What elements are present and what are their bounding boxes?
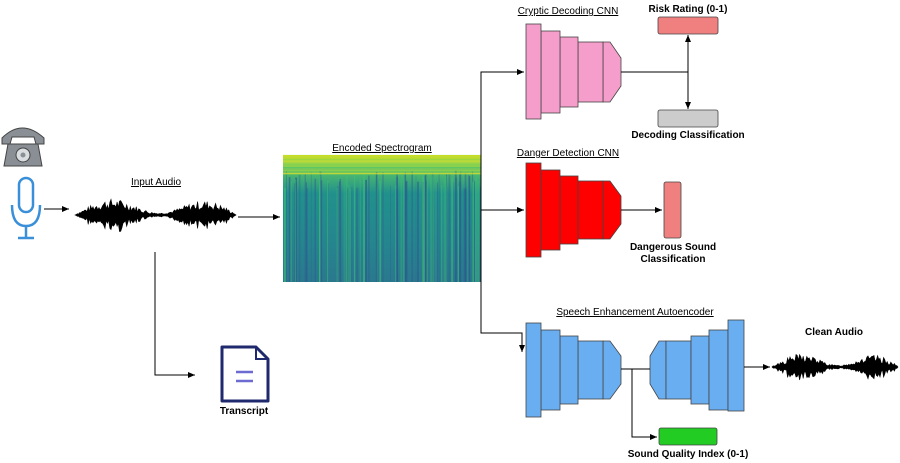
document-icon xyxy=(220,345,270,403)
cryptic-decoding-cnn-label: Cryptic Decoding CNN xyxy=(518,6,619,17)
input-audio-label: Input Audio xyxy=(131,177,181,188)
arrow-to-cryptic-cnn xyxy=(480,69,524,210)
microphone-icon xyxy=(10,176,42,240)
dangerous-sound-label-line1: Dangerous Sound xyxy=(630,242,716,253)
arrow-to-speech-ae xyxy=(480,210,525,352)
dangerous-sound-label-line2: Classification xyxy=(640,254,705,265)
telephone-icon xyxy=(1,127,45,167)
danger-detection-cnn xyxy=(525,162,622,258)
encoded-spectrogram-label: Encoded Spectrogram xyxy=(332,143,432,154)
transcript-label: Transcript xyxy=(220,406,269,417)
sound-quality-index-label: Sound Quality Index (0-1) xyxy=(628,449,749,460)
danger-detection-cnn-label: Danger Detection CNN xyxy=(517,148,619,159)
speech-enhancement-encoder xyxy=(525,322,622,418)
speech-enhancement-decoder xyxy=(649,319,745,412)
dangerous-sound-box xyxy=(663,181,682,239)
clean-audio-label: Clean Audio xyxy=(805,327,863,338)
decoding-classification-label: Decoding Classification xyxy=(631,130,744,141)
input-audio-waveform xyxy=(74,198,237,232)
encoded-spectrogram-image xyxy=(283,154,482,282)
speech-enhancement-autoencoder-label: Speech Enhancement Autoencoder xyxy=(556,307,714,318)
cryptic-decoding-cnn xyxy=(525,23,622,120)
risk-rating-label: Risk Rating (0-1) xyxy=(649,4,728,15)
sound-quality-index-box xyxy=(658,427,718,446)
decoding-classification-box xyxy=(657,109,719,128)
risk-rating-box xyxy=(657,16,719,35)
arrow-audio-to-transcript xyxy=(154,252,195,378)
clean-audio-waveform xyxy=(771,353,899,381)
arrow-to-sound-quality xyxy=(631,369,657,440)
